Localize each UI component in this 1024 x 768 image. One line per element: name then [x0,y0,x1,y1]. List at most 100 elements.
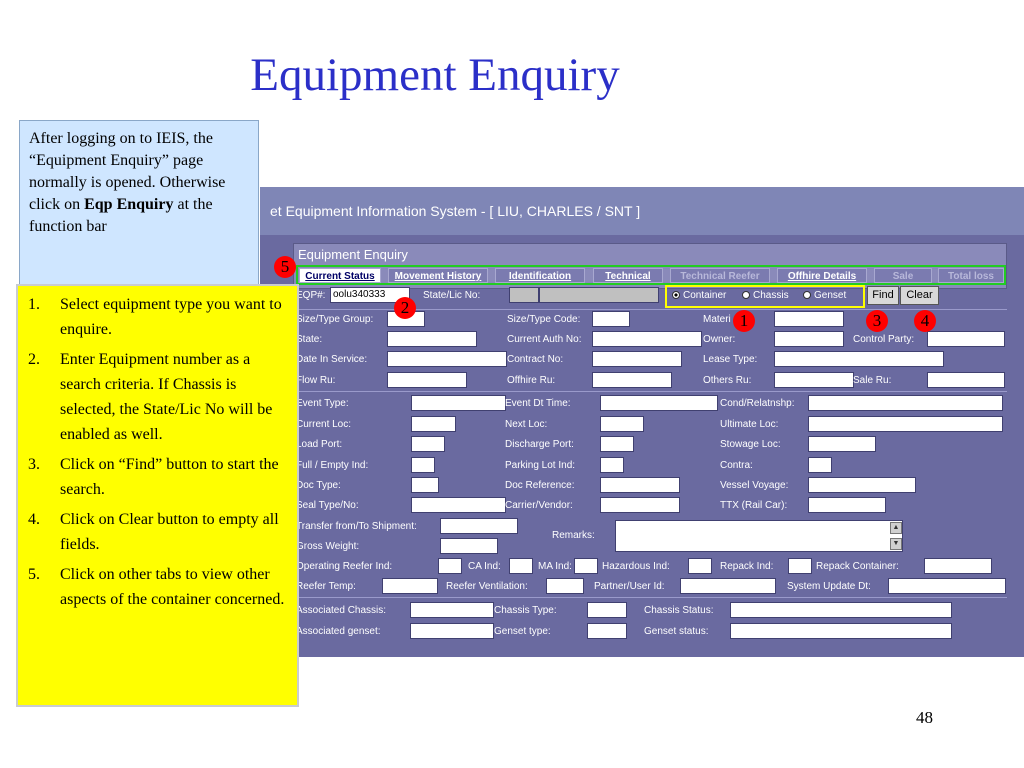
genset-status-label: Genset status: [644,626,709,637]
step-text: Click on Clear button to empty all field… [60,511,279,553]
control-party-input[interactable] [927,331,1005,347]
scroll-down-icon[interactable]: ▼ [890,538,902,550]
clear-button[interactable]: Clear [900,286,939,305]
operating-reefer-ind-label: Operating Reefer Ind: [296,561,393,572]
marker-3: 3 [866,310,888,332]
slide-title: Equipment Enquiry [250,49,620,101]
ma-ind-label: MA Ind: [538,561,572,572]
event-type-input[interactable] [411,395,506,411]
seal-type-no-input[interactable] [411,497,506,513]
stowage-loc-input[interactable] [808,436,876,452]
offhire-ru-input[interactable] [592,372,672,388]
reefer-ventilation-label: Reefer Ventilation: [446,581,528,592]
lic-no-input[interactable] [539,287,659,303]
radio-container[interactable]: Container [672,290,726,301]
state-input[interactable] [509,287,539,303]
partner-user-id-input[interactable] [680,578,776,594]
associated-genset-input[interactable] [410,623,494,639]
system-update-dt-input[interactable] [888,578,1006,594]
sale-ru-input[interactable] [927,372,1005,388]
tab-total-loss[interactable]: Total loss [938,268,1004,283]
contra-input[interactable] [808,457,832,473]
parking-lot-ind-input[interactable] [600,457,624,473]
step-item: 4.Click on Clear button to empty all fie… [28,507,289,557]
eqp-number-input[interactable]: oolu340333 [330,287,410,303]
carrier-vendor-input[interactable] [600,497,680,513]
intro-bold: Eqp Enquiry [84,196,174,213]
size-type-code-label: Size/Type Code: [507,314,581,325]
associated-chassis-input[interactable] [410,602,494,618]
chassis-status-input[interactable] [730,602,952,618]
radio-chassis[interactable]: Chassis [742,290,789,301]
size-type-code-input[interactable] [592,311,630,327]
full-empty-ind-label: Full / Empty Ind: [296,460,369,471]
radio-icon [742,291,750,299]
ma-ind-input[interactable] [574,558,598,574]
associated-genset-label: Associated genset: [296,626,381,637]
chassis-status-label: Chassis Status: [644,605,714,616]
repack-container-input[interactable] [924,558,992,574]
step-item: 3.Click on “Find” button to start the se… [28,452,289,502]
current-auth-no-input[interactable] [592,331,702,347]
gross-weight-input[interactable] [440,538,498,554]
tab-technical-reefer[interactable]: Technical Reefer [670,268,770,283]
step-text: Enter Equipment number as a search crite… [60,351,273,443]
state-field[interactable] [387,331,477,347]
divider [293,597,1007,598]
material-input[interactable] [774,311,844,327]
transfer-shipment-input[interactable] [440,518,518,534]
ultimate-loc-input[interactable] [808,416,1003,432]
doc-type-input[interactable] [411,477,439,493]
step-item: 2.Enter Equipment number as a search cri… [28,347,289,447]
genset-type-input[interactable] [587,623,627,639]
control-party-label: Control Party: [853,334,915,345]
radio-genset[interactable]: Genset [803,290,846,301]
tab-sale[interactable]: Sale [874,268,932,283]
load-port-input[interactable] [411,436,445,452]
tab-movement-history[interactable]: Movement History [388,268,488,283]
ca-ind-input[interactable] [509,558,533,574]
reefer-ventilation-input[interactable] [546,578,584,594]
hazardous-ind-input[interactable] [688,558,712,574]
tab-offhire-details[interactable]: Offhire Details [777,268,867,283]
scroll-up-icon[interactable]: ▲ [890,522,902,534]
radio-container-label: Container [683,290,727,301]
current-loc-input[interactable] [411,416,456,432]
window-title: et Equipment Information System - [ LIU,… [260,187,1024,235]
tab-identification[interactable]: Identification [495,268,585,283]
lease-type-input[interactable] [774,351,944,367]
find-button[interactable]: Find [867,286,899,305]
event-dt-time-input[interactable] [600,395,718,411]
event-type-label: Event Type: [296,398,349,409]
operating-reefer-ind-input[interactable] [438,558,462,574]
step-number: 5. [28,566,40,583]
chassis-type-input[interactable] [587,602,627,618]
vessel-voyage-input[interactable] [808,477,916,493]
load-port-label: Load Port: [296,439,343,450]
full-empty-ind-input[interactable] [411,457,435,473]
repack-ind-input[interactable] [788,558,812,574]
tab-technical[interactable]: Technical [593,268,663,283]
tab-current-status[interactable]: Current Status [299,268,381,283]
cond-relatnshp-input[interactable] [808,395,1003,411]
discharge-port-input[interactable] [600,436,634,452]
remarks-textarea[interactable] [615,520,903,552]
doc-type-label: Doc Type: [296,480,341,491]
ttx-rail-car-input[interactable] [808,497,886,513]
hazardous-ind-label: Hazardous Ind: [602,561,670,572]
next-loc-input[interactable] [600,416,644,432]
intro-text: After logging on to IEIS, the “Equipment… [29,130,226,213]
flow-ru-input[interactable] [387,372,467,388]
owner-label: Owner: [703,334,736,345]
contract-no-input[interactable] [592,351,682,367]
marker-4: 4 [914,310,936,332]
genset-status-input[interactable] [730,623,952,639]
doc-reference-input[interactable] [600,477,680,493]
owner-input[interactable] [774,331,844,347]
others-ru-input[interactable] [774,372,854,388]
page-number: 48 [916,708,933,727]
reefer-temp-input[interactable] [382,578,438,594]
step-number: 3. [28,456,40,473]
step-item: 1.Select equipment type you want to enqu… [28,292,289,342]
date-in-service-input[interactable] [387,351,507,367]
